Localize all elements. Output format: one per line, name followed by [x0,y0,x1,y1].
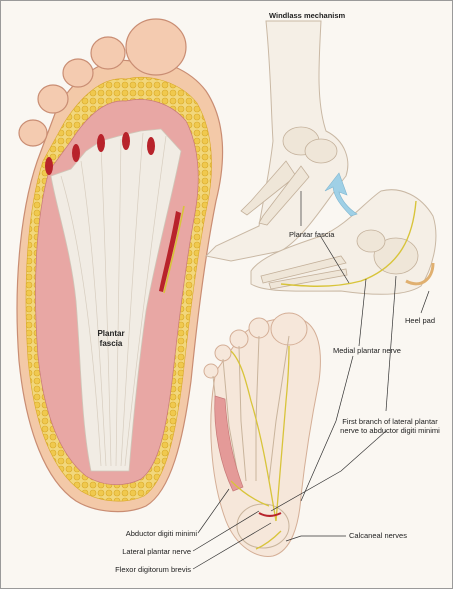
small-foot-toes [203,312,308,379]
label-plantar-fascia-line2: fascia [99,339,123,348]
small-vessel [258,512,282,517]
label-abductor-digiti-minimi: Abductor digiti minimi [125,529,197,538]
leg-outline [204,20,349,262]
label-first-branch: First branch of lateral plantar nerve to… [331,417,449,435]
toe-third [62,58,94,88]
label-heel-pad: Heel pad [405,316,436,325]
diagram-title: Windlass mechanism [269,11,346,20]
toe-big [125,18,187,76]
abductor-muscle [214,395,244,492]
toe-second [90,36,126,70]
flat-foot-bones [260,229,419,290]
label-first-branch-line2: nerve to abductor digiti minimi [340,426,440,435]
label-first-branch-line1: First branch of lateral plantar [342,417,438,426]
leader-lines [192,191,430,570]
label-plantar-fascia-windlass: Plantar fascia [289,230,335,239]
label-plantar-fascia-line1: Plantar [97,329,125,338]
toe-fourth [37,84,69,114]
nerve-foot-view [203,312,321,557]
fascia-fibres [60,132,167,467]
raised-foot-bones [240,126,338,226]
small-foot-nerves [230,345,290,550]
label-lateral-plantar-nerve: Lateral plantar nerve [122,547,191,556]
windlass-diagram [204,20,437,295]
windlass-arrow-icon [324,172,358,217]
toe-fifth [18,119,48,147]
label-flexor-digitorum-brevis: Flexor digitorum brevis [115,565,191,574]
plantar-fascia-band [50,128,182,472]
label-medial-plantar-nerve: Medial plantar nerve [333,346,401,355]
plantar-foot-view [16,18,224,513]
label-plantar-fascia-main: Plantar fascia [91,329,131,349]
label-calcaneal-nerves: Calcaneal nerves [349,531,407,540]
flat-foot-nerve [280,200,417,287]
heel-pad-area [405,262,435,286]
digital-vessels [45,132,181,292]
medial-nerve-line [163,205,185,294]
